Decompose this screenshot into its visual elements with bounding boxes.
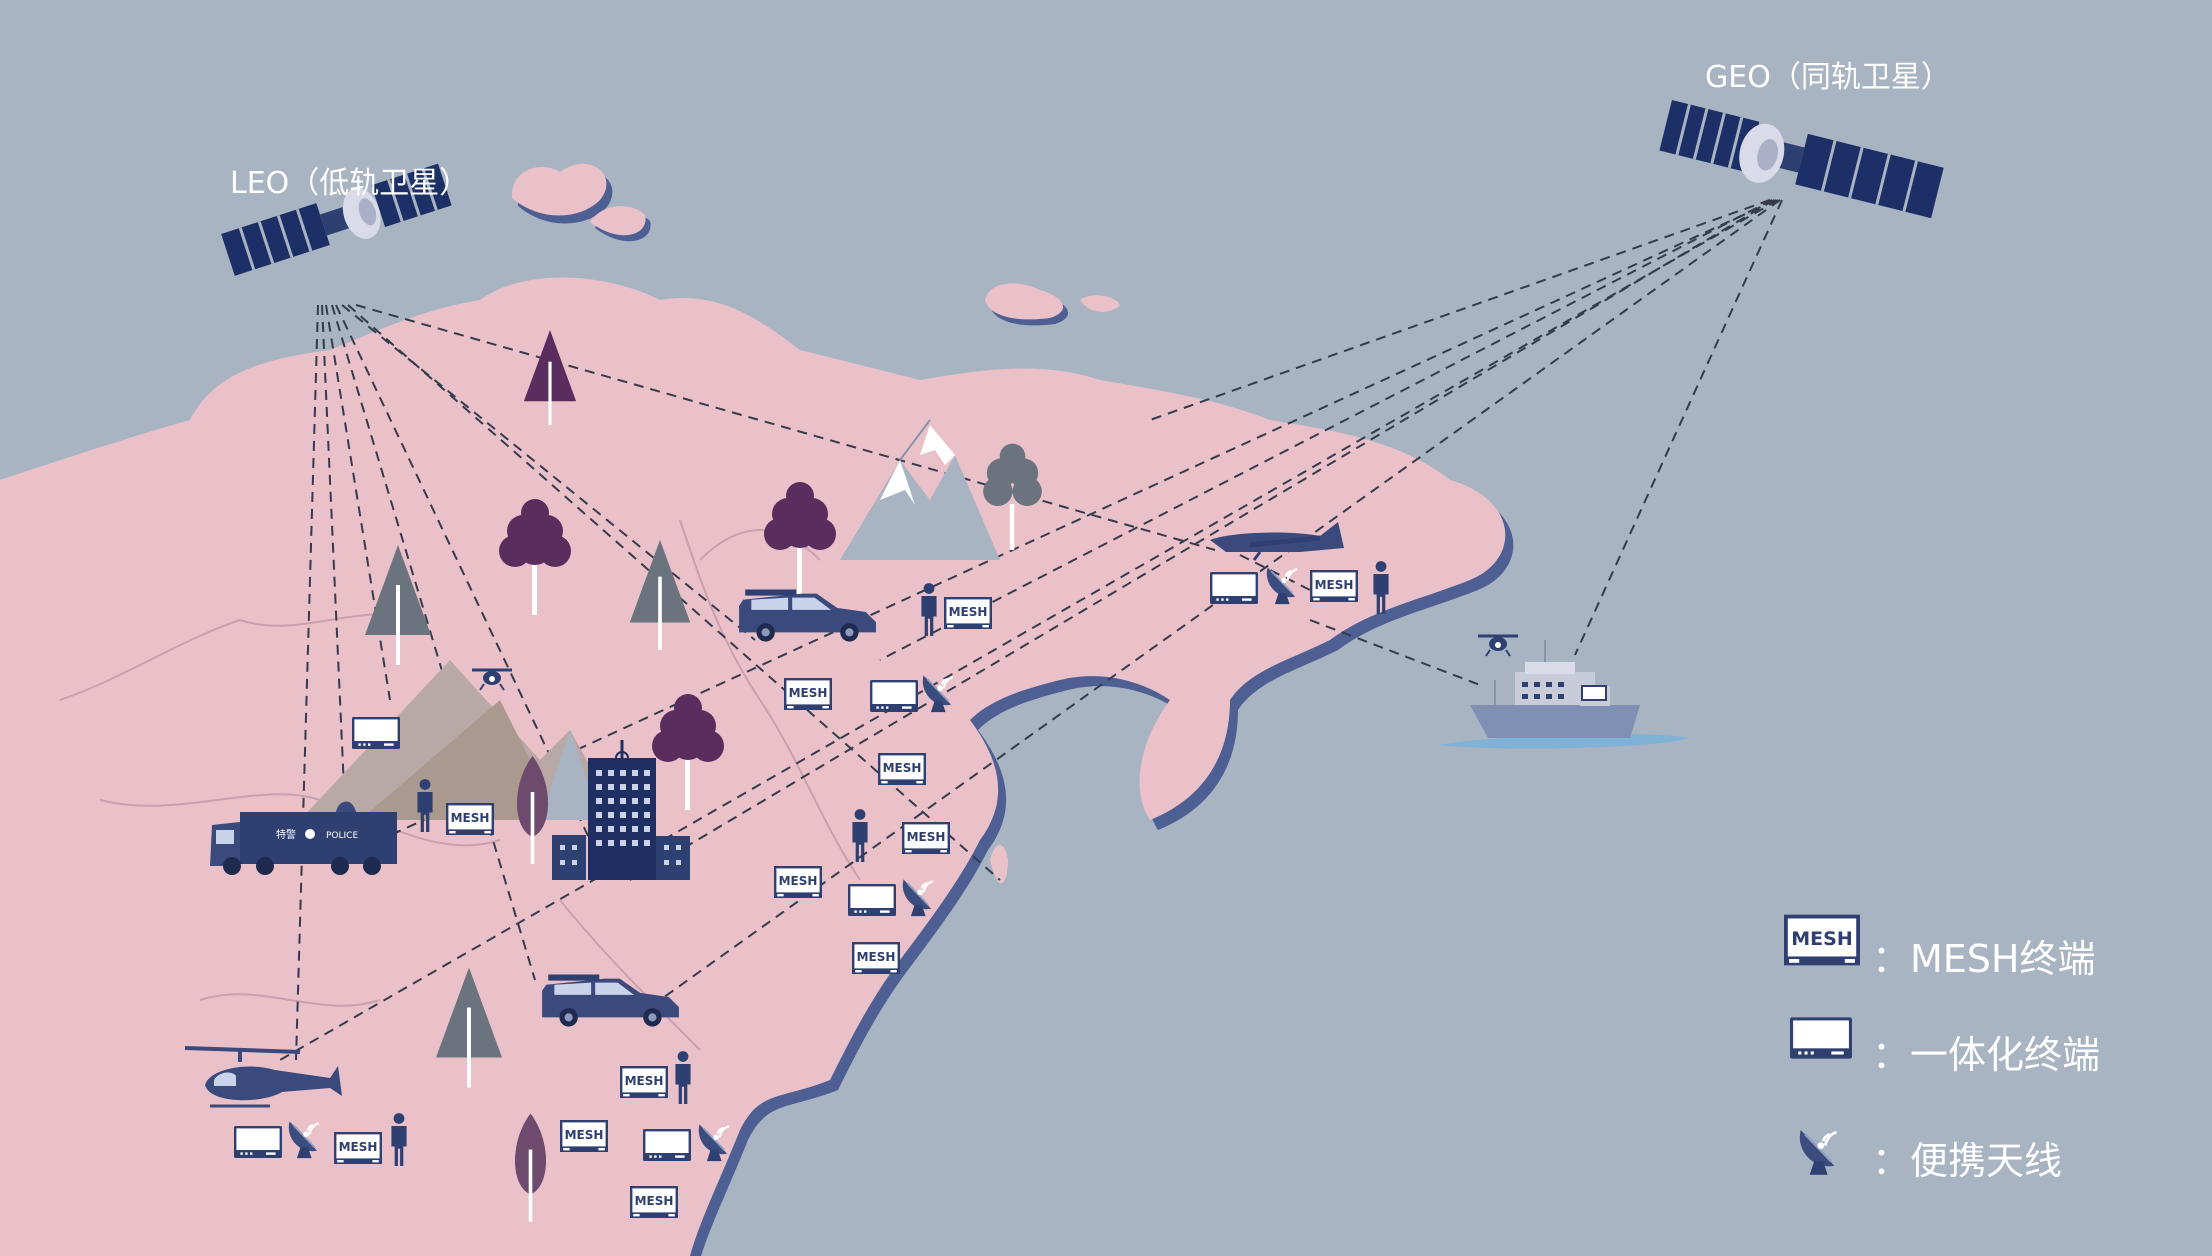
legend-antenna-label: ：便携天线 (1872, 1139, 2063, 1183)
integrated-terminal-icon (870, 680, 918, 712)
legend-integrated-terminal-icon (1790, 1017, 1852, 1059)
uav-drone (1210, 522, 1344, 561)
mainland (0, 277, 1506, 1256)
leo-satellite (221, 163, 452, 276)
mesh-terminal-icon (774, 866, 822, 898)
quadcopter-drone (1478, 634, 1518, 657)
svg-text:POLICE: POLICE (326, 831, 358, 841)
mesh-terminal-icon (878, 753, 926, 785)
mesh-terminal-icon (560, 1120, 608, 1152)
mesh-terminal-icon (630, 1186, 678, 1218)
quadcopter-drone (472, 668, 512, 691)
geo-satellite (1659, 100, 1944, 219)
legend-integrated-label: ：一体化终端 (1872, 1033, 2101, 1077)
geo-label: GEO（同轨卫星） (1705, 60, 1951, 95)
islands (511, 163, 1120, 884)
legend-mesh-label: ：MESH终端 (1872, 937, 2096, 981)
ship (1440, 640, 1690, 749)
mesh-terminal-icon (446, 803, 494, 835)
mesh-terminal-icon (1310, 570, 1358, 602)
mesh-terminal-icon (944, 597, 992, 629)
mesh-terminal-icon (784, 678, 832, 710)
mesh-terminal-icon (620, 1066, 668, 1098)
integrated-terminal-icon (848, 884, 896, 916)
svg-text:特警: 特警 (276, 828, 296, 841)
leo-label: LEO（低轨卫星） (230, 166, 470, 201)
mesh-terminal-icon (334, 1132, 382, 1164)
integrated-terminal-icon (643, 1129, 691, 1161)
satellite-links (279, 199, 1783, 1061)
city-building (552, 740, 690, 880)
helicopter (184, 1046, 342, 1108)
integrated-terminal-icon (352, 717, 400, 749)
integrated-terminal-icon (1210, 572, 1258, 604)
police-truck: 特警 POLICE (210, 801, 397, 875)
legend-mesh-icon (1784, 914, 1860, 966)
mesh-terminal-icon (902, 822, 950, 854)
integrated-terminal-icon (234, 1126, 282, 1158)
mesh-terminal-icon (852, 942, 900, 974)
